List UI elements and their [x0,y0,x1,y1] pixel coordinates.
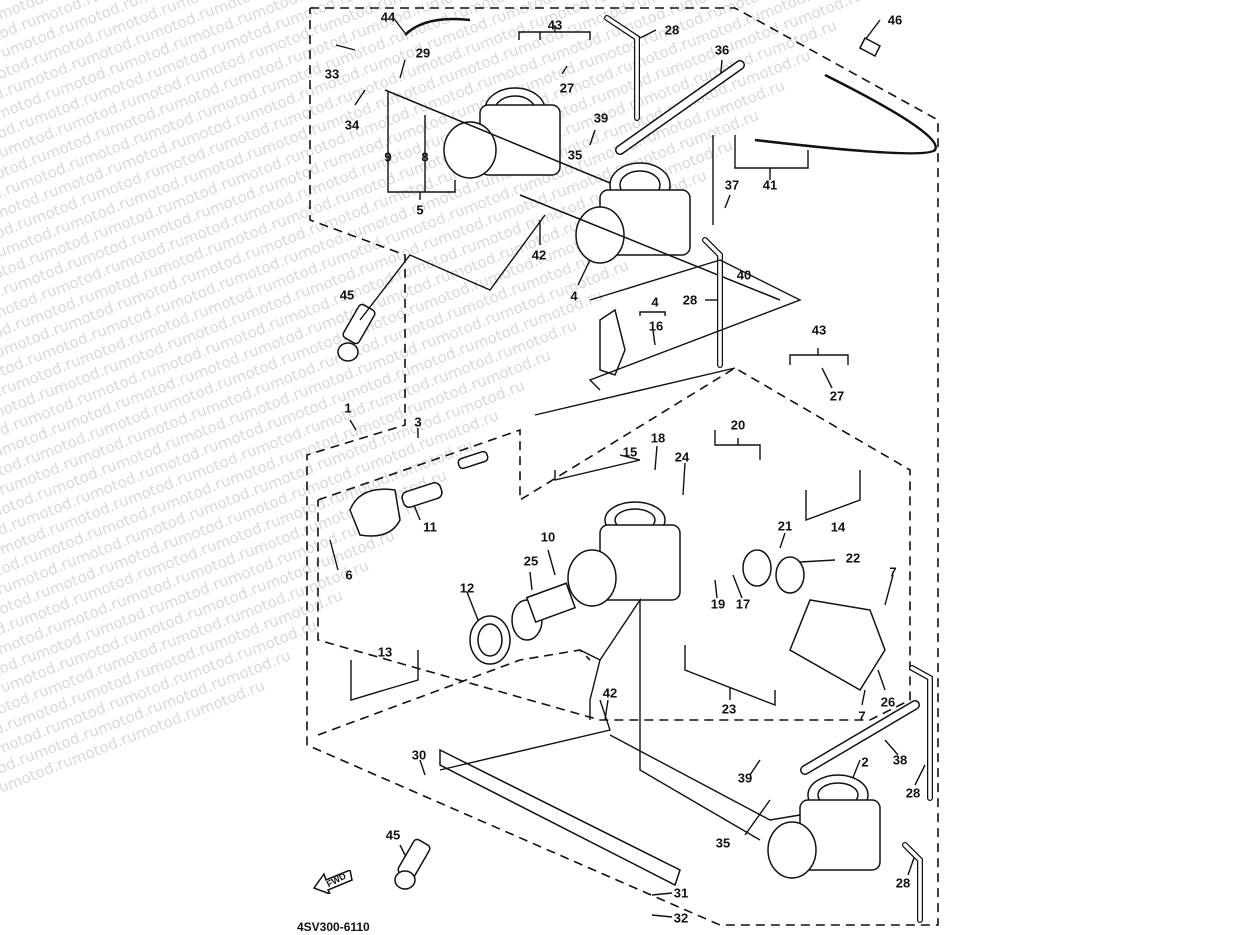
callout-screw-32: 32 [673,910,689,926]
callout-diaphragm: 12 [459,580,475,596]
callout-bracket: 46 [887,12,903,28]
carburetor-4 [519,162,781,301]
callout-joint: 40 [736,267,752,283]
callout-jet: 10 [540,529,556,545]
callout-spring: 11 [423,519,437,535]
callout-hose-mid: 28 [682,292,698,308]
callout-screw-7-upper: 7 [889,564,897,580]
callout-sensor-lower: 45 [385,827,401,843]
callout-joint-upper: 39 [593,110,609,126]
callout-screw-24: 24 [674,449,690,465]
callout-cap-upper: 27 [559,80,575,96]
callout-jet-19: 19 [710,596,726,612]
parts-artwork [337,15,937,923]
callout-screw-set-upper: 43 [547,17,563,33]
callout-pin: 9 [384,149,392,165]
callout-sensor-upper: 45 [339,287,355,303]
callout-jet-17: 17 [735,596,751,612]
callout-joint-tee-upper: 35 [567,147,583,163]
callout-screw-set-mid: 43 [811,322,827,338]
callout-joint-lower: 39 [737,770,753,786]
callout-screw-15: 15 [622,444,638,460]
callout-plug: 37 [724,177,740,193]
callout-hose-bottom: 28 [895,875,911,891]
callout-screw-18: 18 [650,430,666,446]
callout-drain-screw: 26 [880,694,896,710]
callout-pin-21: 21 [777,518,793,534]
callout-spring-30: 30 [411,747,427,763]
callout-needle-set: 14 [830,519,846,535]
callout-fitting-upper: 42 [531,247,547,263]
assembly-links [359,214,802,841]
diagram-code: 4SV300-6110 [297,920,370,934]
carburetor-2 [767,774,881,879]
leader-lines [329,19,926,918]
callout-screw-7-lower: 7 [858,708,866,724]
callout-throttle-cable-set: 41 [762,177,778,193]
callout-carburetor-assy-1: 1 [344,400,352,416]
callout-float: 22 [845,550,861,566]
callout-piston: 25 [523,553,539,569]
callout-washer: 29 [415,45,431,61]
callout-screw-6: 6 [345,567,353,583]
carburetor-top-left [384,87,616,186]
callout-pipe: 36 [714,42,730,58]
callout-diaphragm-assy: 3 [414,414,422,430]
callout-throttle-screw-set: 23 [721,701,737,717]
callout-lever: 8 [421,149,429,165]
callout-carburetor-2: 2 [861,754,869,770]
callout-pipe-38: 38 [892,752,908,768]
callout-hose-lower-right: 28 [905,785,921,801]
callout-lever-assy: 5 [416,202,424,218]
callout-needle-jet-set: 13 [377,644,393,660]
callout-screw: 33 [324,66,340,82]
assembly-outline [306,7,939,926]
callout-pilot-screw-set: 20 [730,417,746,433]
callout-plate: 34 [344,117,360,133]
callout-hose-upper: 28 [664,22,680,38]
callout-fitting-lower: 42 [602,685,618,701]
callout-cable: 44 [380,9,396,25]
callout-joint-tee-lower: 35 [715,835,731,851]
callout-washer-31: 31 [673,885,689,901]
callout-link: 16 [648,318,664,334]
callout-carburetor-4: 4 [570,288,578,304]
callout-cap-mid: 27 [829,388,845,404]
callout-carburetor-4-ref: 4 [651,294,659,310]
carburetor-1-center [567,501,681,607]
fwd-arrow-icon: FWD [312,868,354,896]
